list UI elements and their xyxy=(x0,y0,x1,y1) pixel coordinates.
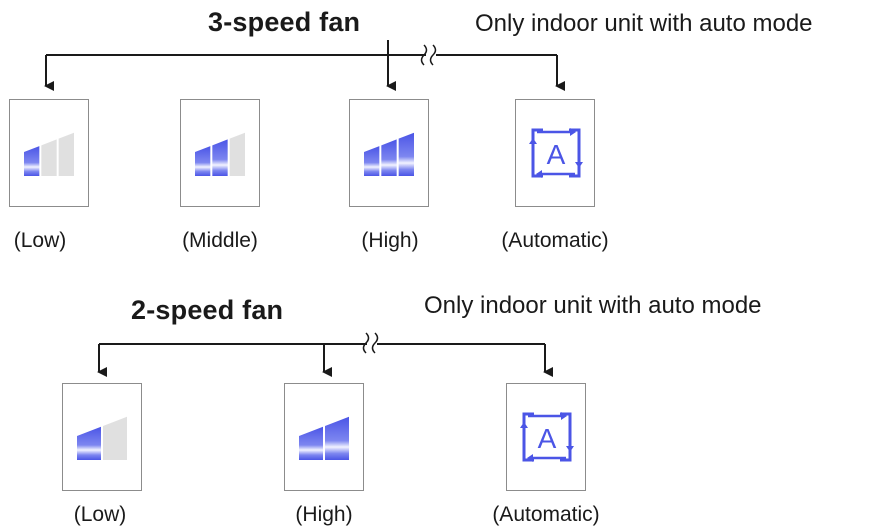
fan-speed-bar xyxy=(195,146,211,176)
fan-speed-high-icon xyxy=(299,416,349,460)
fan-option-middle xyxy=(180,99,260,207)
auto-letter: A xyxy=(547,139,566,170)
section-2-connectors xyxy=(97,332,553,377)
option-label-low: (Low) xyxy=(13,229,67,252)
fan-speed-low-icon xyxy=(77,416,127,460)
fan-speed-bar xyxy=(364,146,380,176)
option-label-high: (High) xyxy=(361,229,419,252)
fan-speed-bar xyxy=(229,132,245,176)
fan-speed-middle-icon xyxy=(195,132,245,176)
fan-option-high xyxy=(284,383,364,491)
option-label-high: (High) xyxy=(295,503,353,526)
option-label-middle: (Middle) xyxy=(182,229,258,252)
fan-speed-high-icon xyxy=(364,132,414,176)
section-note: Only indoor unit with auto mode xyxy=(475,10,813,37)
auto-letter: A xyxy=(538,423,557,454)
fan-speed-bar xyxy=(398,132,414,176)
fan-speed-bar xyxy=(41,139,57,176)
fan-speed-bar xyxy=(212,139,228,176)
section-note: Only indoor unit with auto mode xyxy=(424,292,762,319)
fan-option-automatic: A xyxy=(515,99,595,207)
fan-speed-bar xyxy=(325,416,349,460)
option-label-automatic: (Automatic) xyxy=(501,229,609,252)
section-title: 2-speed fan xyxy=(131,295,284,325)
fan-speed-bar xyxy=(24,146,40,176)
fan-speed-bar xyxy=(77,426,101,460)
section-title: 3-speed fan xyxy=(208,7,361,37)
option-label-low: (Low) xyxy=(73,503,127,526)
fan-auto-icon: A xyxy=(529,128,583,178)
fan-speed-bar xyxy=(103,416,127,460)
fan-option-high xyxy=(349,99,429,207)
fan-option-low xyxy=(62,383,142,491)
fan-option-low xyxy=(9,99,89,207)
option-label-automatic: (Automatic) xyxy=(492,503,600,526)
fan-speed-bar xyxy=(299,426,323,460)
fan-auto-icon: A xyxy=(520,412,574,462)
fan-speed-bar xyxy=(381,139,397,176)
section-1-connectors xyxy=(44,40,565,91)
fan-option-automatic: A xyxy=(506,383,586,491)
fan-speed-low-icon xyxy=(24,132,74,176)
fan-speed-bar xyxy=(58,132,74,176)
